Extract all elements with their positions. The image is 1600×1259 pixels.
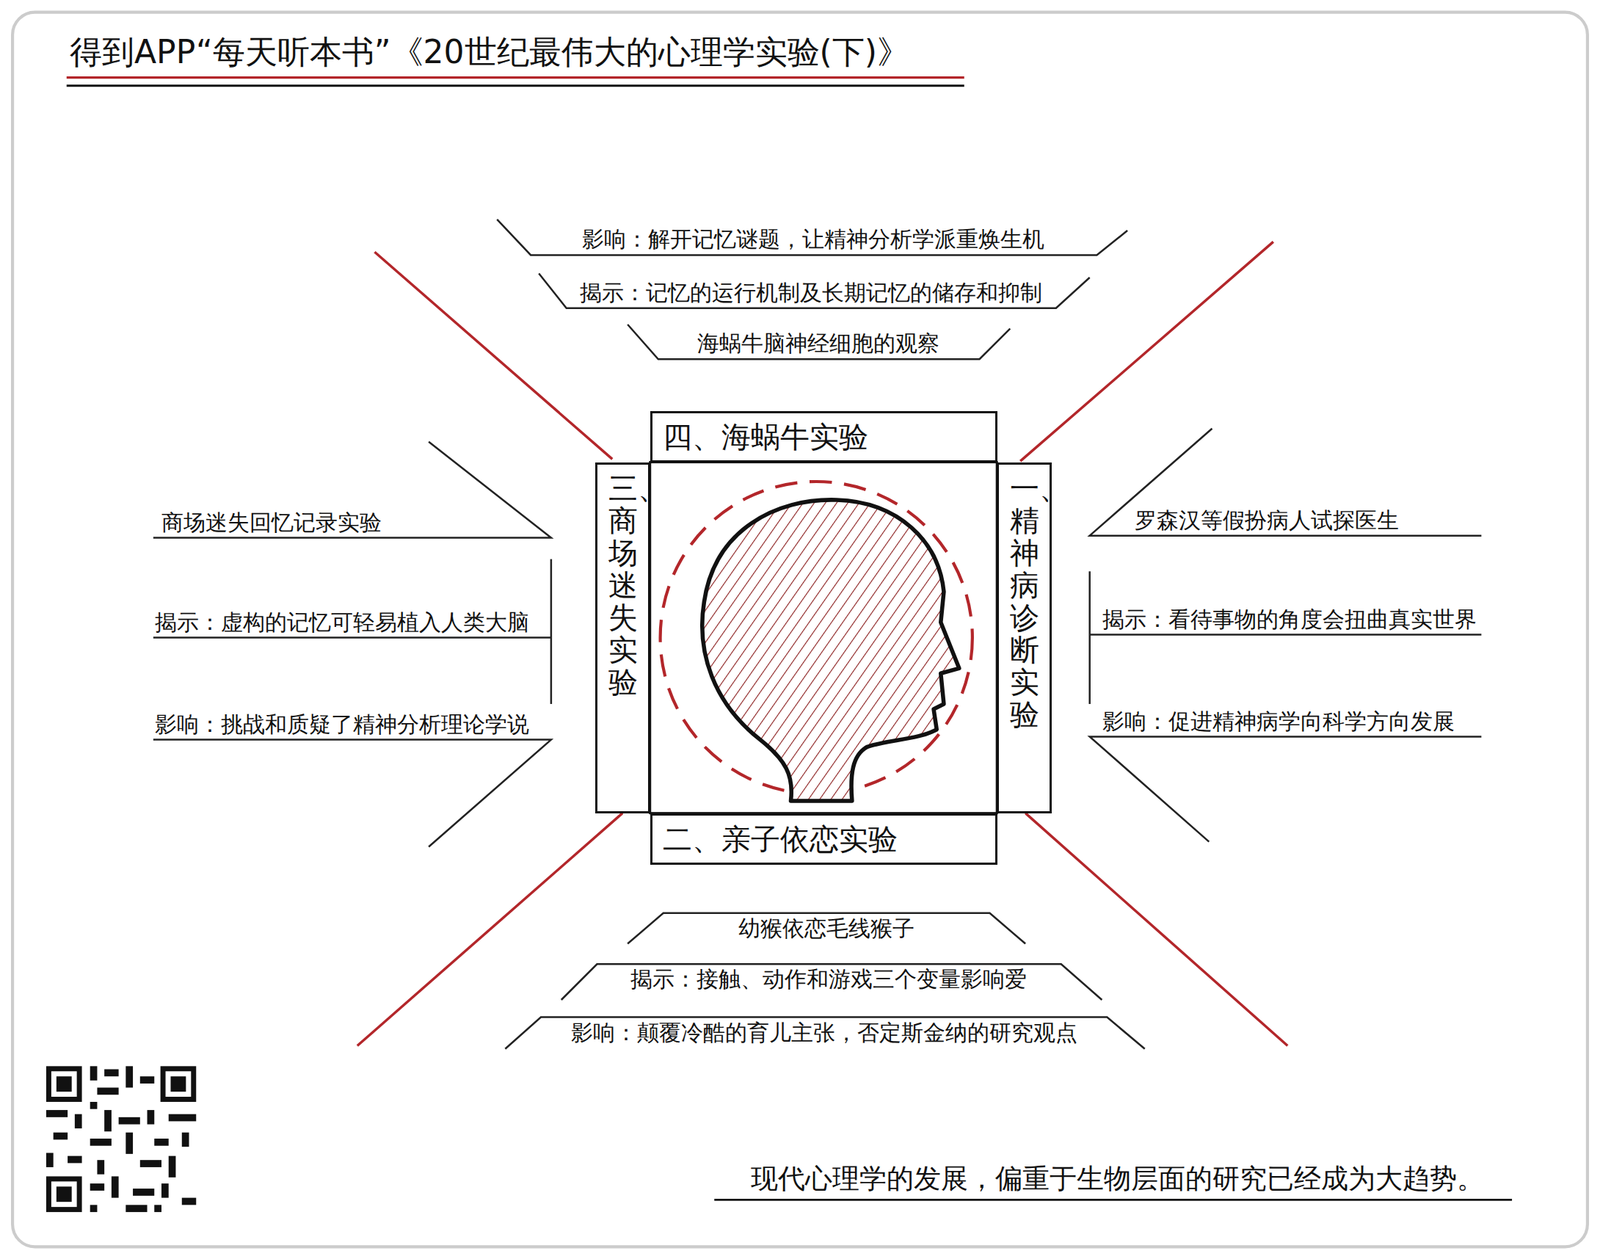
text-rail-item: 影响：挑战和质疑了精神分析理论学说	[154, 711, 530, 738]
rail-text: 影响：挑战和质疑了精神分析理论学说	[154, 711, 530, 738]
text-rail-item: 揭示：记忆的运行机制及长期记忆的储存和抑制	[579, 280, 1043, 307]
text-rail-item: 商场迷失回忆记录实验	[161, 510, 382, 536]
rail-text: 商场迷失回忆记录实验	[161, 510, 382, 536]
text-rail-item: 海蜗牛脑神经细胞的观察	[697, 331, 940, 357]
caption-underline	[714, 1198, 1512, 1201]
rail-text: 揭示：接触、动作和游戏三个变量影响爱	[630, 966, 1027, 993]
qr-code	[46, 1065, 196, 1212]
experiment-title: 二、亲子依恋实验	[662, 822, 898, 856]
rail-text: 揭示：记忆的运行机制及长期记忆的储存和抑制	[579, 280, 1043, 307]
vertical-title: 一、精神病诊断实验	[1009, 471, 1040, 731]
experiment-title: 四、海蜗牛实验	[662, 419, 869, 454]
title-underline	[66, 84, 965, 87]
rail-text: 影响：促进精神病学向科学方向发展	[1102, 708, 1455, 735]
title-underline	[66, 76, 965, 79]
vertical-label-band: 三、商场迷失实验	[595, 462, 651, 814]
text-rail-item: 影响：解开记忆谜题，让精神分析学派重焕生机	[582, 226, 1045, 253]
text-rail-item: 幼猴依恋毛线猴子	[738, 915, 915, 942]
label-band: 二、亲子依恋实验	[650, 813, 998, 865]
rail-text: 揭示：看待事物的角度会扭曲真实世界	[1102, 606, 1477, 633]
head-silhouette	[702, 499, 960, 801]
rail-text: 罗森汉等假扮病人试探医生	[1134, 507, 1399, 534]
radial-lines	[357, 241, 1288, 1046]
text-rail-item: 影响：促进精神病学向科学方向发展	[1102, 708, 1455, 735]
diagram-title: 得到APP“每天听本书”《20世纪最伟大的心理学实验(下)》	[69, 33, 910, 72]
label-band: 四、海蜗牛实验	[650, 411, 998, 463]
vertical-label-band: 一、精神病诊断实验	[996, 462, 1052, 814]
rail-text: 海蜗牛脑神经细胞的观察	[697, 331, 940, 357]
text-rail-item: 揭示：虚构的记忆可轻易植入人类大脑	[154, 609, 530, 636]
page-frame	[12, 12, 1588, 1247]
rail-text: 影响：解开记忆谜题，让精神分析学派重焕生机	[582, 226, 1045, 253]
center-square	[650, 462, 998, 814]
caption: 现代心理学的发展，偏重于生物层面的研究已经成为大趋势。	[750, 1163, 1485, 1195]
text-rail-item: 罗森汉等假扮病人试探医生	[1134, 507, 1399, 534]
text-rail-item: 揭示：看待事物的角度会扭曲真实世界	[1102, 606, 1477, 633]
text-rail-item: 揭示：接触、动作和游戏三个变量影响爱	[630, 966, 1027, 993]
rail-text: 揭示：虚构的记忆可轻易植入人类大脑	[154, 609, 530, 636]
rail-text: 幼猴依恋毛线猴子	[738, 915, 915, 942]
vertical-title: 三、商场迷失实验	[608, 471, 638, 698]
text-rail-item: 影响：颠覆冷酷的育儿主张，否定斯金纳的研究观点	[571, 1020, 1078, 1046]
rail-text: 影响：颠覆冷酷的育儿主张，否定斯金纳的研究观点	[571, 1020, 1078, 1046]
text-rails	[153, 219, 1482, 1049]
